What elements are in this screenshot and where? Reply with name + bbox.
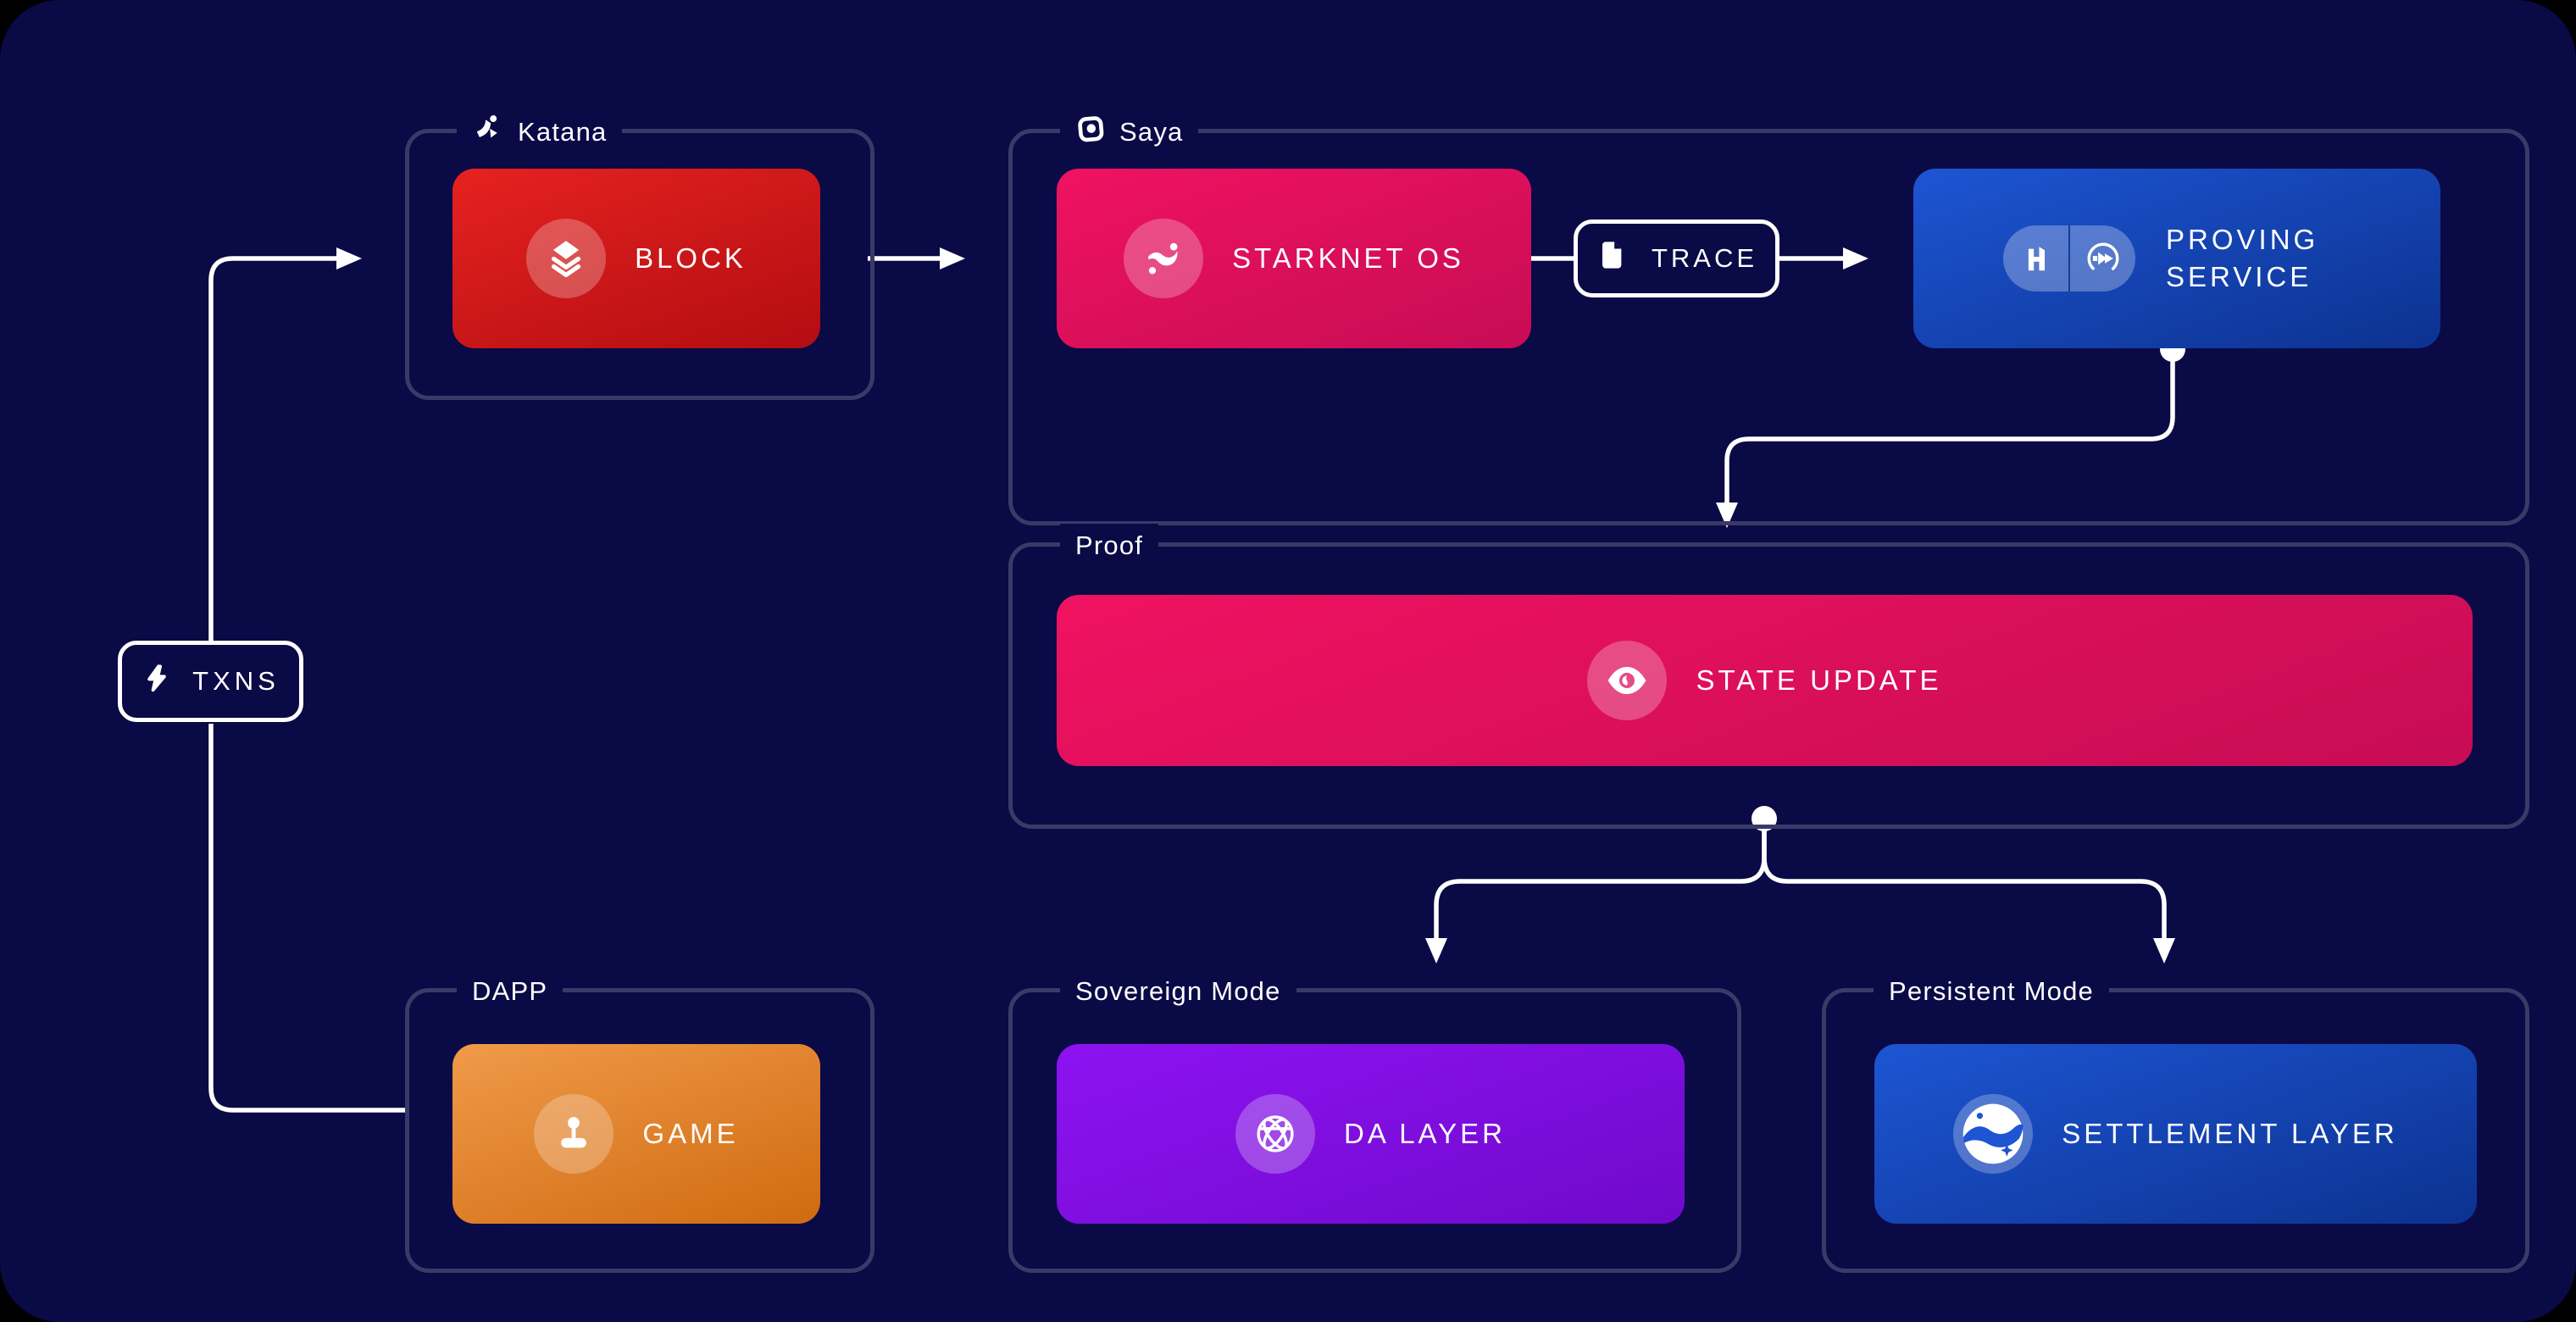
group-katana-title: Katana [518,117,608,147]
group-saya-title: Saya [1119,117,1184,147]
herodotus-h-icon [2003,225,2068,292]
wire-txns-to-dapp [208,724,405,1113]
layers-icon [526,219,607,298]
node-proving-service: PROVING SERVICE [1913,169,2440,348]
group-persistent-mode: Persistent Mode SETTLEMENT LAYER [1822,969,2529,1273]
group-persistent-mode-title: Persistent Mode [1889,976,2094,1006]
node-state-update-label: STATE UPDATE [1696,664,1942,696]
group-dapp-label: DAPP [457,969,564,1014]
bolt-icon [142,663,172,700]
node-block: BLOCK [452,169,820,348]
node-trace: TRACE [1574,219,1779,297]
group-proof: Proof STATE UPDATE [1008,524,2529,829]
wire-state-to-persistent [1762,819,2175,964]
node-state-update: STATE UPDATE [1057,595,2473,766]
proving-icon-pill [2003,225,2135,292]
node-settlement-layer-label: SETTLEMENT LAYER [2062,1118,2398,1149]
group-proof-title: Proof [1075,530,1144,560]
prover-ring-icon [2068,225,2135,292]
eye-icon [1587,641,1668,720]
node-settlement-layer: SETTLEMENT LAYER [1874,1044,2477,1224]
joystick-icon [534,1094,614,1174]
node-txns: TXNS [118,641,303,722]
group-dapp: DAPP GAME [405,969,874,1273]
node-txns-label: TXNS [192,666,280,696]
globe-icon [1235,1094,1316,1174]
group-dapp-title: DAPP [472,976,548,1006]
group-sovereign-mode-title: Sovereign Mode [1075,976,1281,1006]
node-game: GAME [452,1044,820,1224]
group-persistent-mode-label: Persistent Mode [1874,969,2109,1014]
group-katana-label: Katana [457,110,623,154]
starknet-logo-icon [1953,1094,2034,1174]
starknet-icon [1124,219,1204,298]
group-saya-label: Saya [1060,110,1199,154]
saya-icon [1075,114,1106,151]
wire-state-to-sovereign [1425,819,1767,964]
node-block-label: BLOCK [635,242,747,274]
document-icon [1596,238,1629,279]
node-proving-service-label: PROVING SERVICE [2166,224,2319,292]
node-game-label: GAME [642,1118,739,1149]
group-sovereign-mode-label: Sovereign Mode [1060,969,1296,1014]
group-katana: Katana BLOCK [405,110,874,400]
node-starknet-os: STARKNET OS [1057,169,1531,348]
group-proof-label: Proof [1060,524,1159,568]
wire-txns-to-block [208,247,362,642]
node-da-layer-label: DA LAYER [1344,1118,1506,1149]
node-trace-label: TRACE [1651,243,1758,273]
node-da-layer: DA LAYER [1057,1044,1685,1224]
katana-icon [472,113,504,152]
node-starknet-os-label: STARKNET OS [1232,242,1464,274]
group-sovereign-mode: Sovereign Mode DA LAYER [1008,969,1741,1273]
group-saya: Saya STARKNET OS TRACE [1008,110,2529,525]
